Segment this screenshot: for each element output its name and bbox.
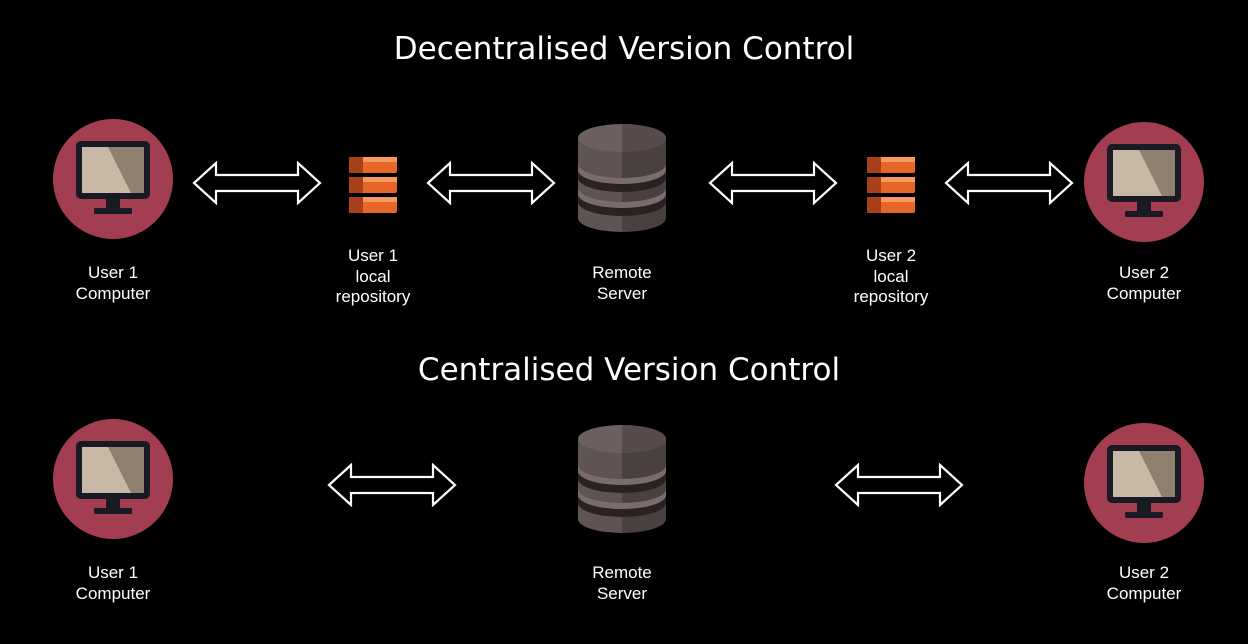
label-line: local (873, 266, 909, 286)
label-line: Server (596, 283, 648, 303)
sync-arrow-repo-server (426, 161, 556, 205)
computer-icon (1084, 423, 1204, 543)
label-line: Computer (75, 583, 151, 603)
centralised-title: Centralised Version Control (417, 352, 841, 388)
label-line: User 2 (865, 246, 917, 265)
label-line: Remote (592, 263, 652, 282)
cen-user1-computer-node: User 1 Computer (43, 419, 183, 609)
cen-user1-computer-label: User 1 Computer (43, 563, 183, 604)
local-repository-icon (865, 155, 917, 215)
label-line: Computer (1106, 583, 1182, 603)
sync-arrow-server-user2 (834, 463, 964, 507)
dec-user1-repo-node: User 1 local repository (303, 155, 443, 315)
cen-user2-computer-label: User 2 Computer (1074, 563, 1214, 604)
label-line: Remote (592, 563, 652, 582)
label-line: Server (596, 583, 648, 603)
label-line: User 1 (87, 263, 139, 282)
server-database-icon (576, 423, 668, 537)
label-line: Computer (75, 283, 151, 303)
dec-user1-computer-label: User 1 Computer (43, 263, 183, 304)
cen-remote-server-label: Remote Server (552, 563, 692, 604)
dec-user1-repo-label: User 1 local repository (303, 246, 443, 308)
label-line: repository (335, 287, 411, 306)
dec-user2-repo-label: User 2 local repository (821, 246, 961, 308)
label-line: Computer (1106, 283, 1182, 303)
computer-icon (53, 119, 173, 239)
label-line: repository (853, 287, 929, 306)
sync-arrow-repo-user2 (944, 161, 1074, 205)
decentralised-title: Decentralised Version Control (393, 31, 855, 67)
label-line: local (355, 266, 391, 286)
local-repository-icon (347, 155, 399, 215)
cen-remote-server-node: Remote Server (552, 423, 692, 613)
dec-user1-computer-node: User 1 Computer (43, 119, 183, 309)
computer-icon (1084, 122, 1204, 242)
label-line: User 1 (87, 563, 139, 582)
label-line: User 2 (1118, 263, 1170, 282)
computer-icon (53, 419, 173, 539)
label-line: User 2 (1118, 563, 1170, 582)
sync-arrow-server-repo (708, 161, 838, 205)
dec-user2-computer-label: User 2 Computer (1074, 263, 1214, 304)
dec-user2-repo-node: User 2 local repository (821, 155, 961, 315)
server-database-icon (576, 122, 668, 236)
dec-remote-server-label: Remote Server (552, 263, 692, 304)
sync-arrow-user1-server (327, 463, 457, 507)
label-line: User 1 (347, 246, 399, 265)
dec-remote-server-node: Remote Server (552, 122, 692, 312)
dec-user2-computer-node: User 2 Computer (1074, 122, 1214, 312)
cen-user2-computer-node: User 2 Computer (1074, 423, 1214, 613)
